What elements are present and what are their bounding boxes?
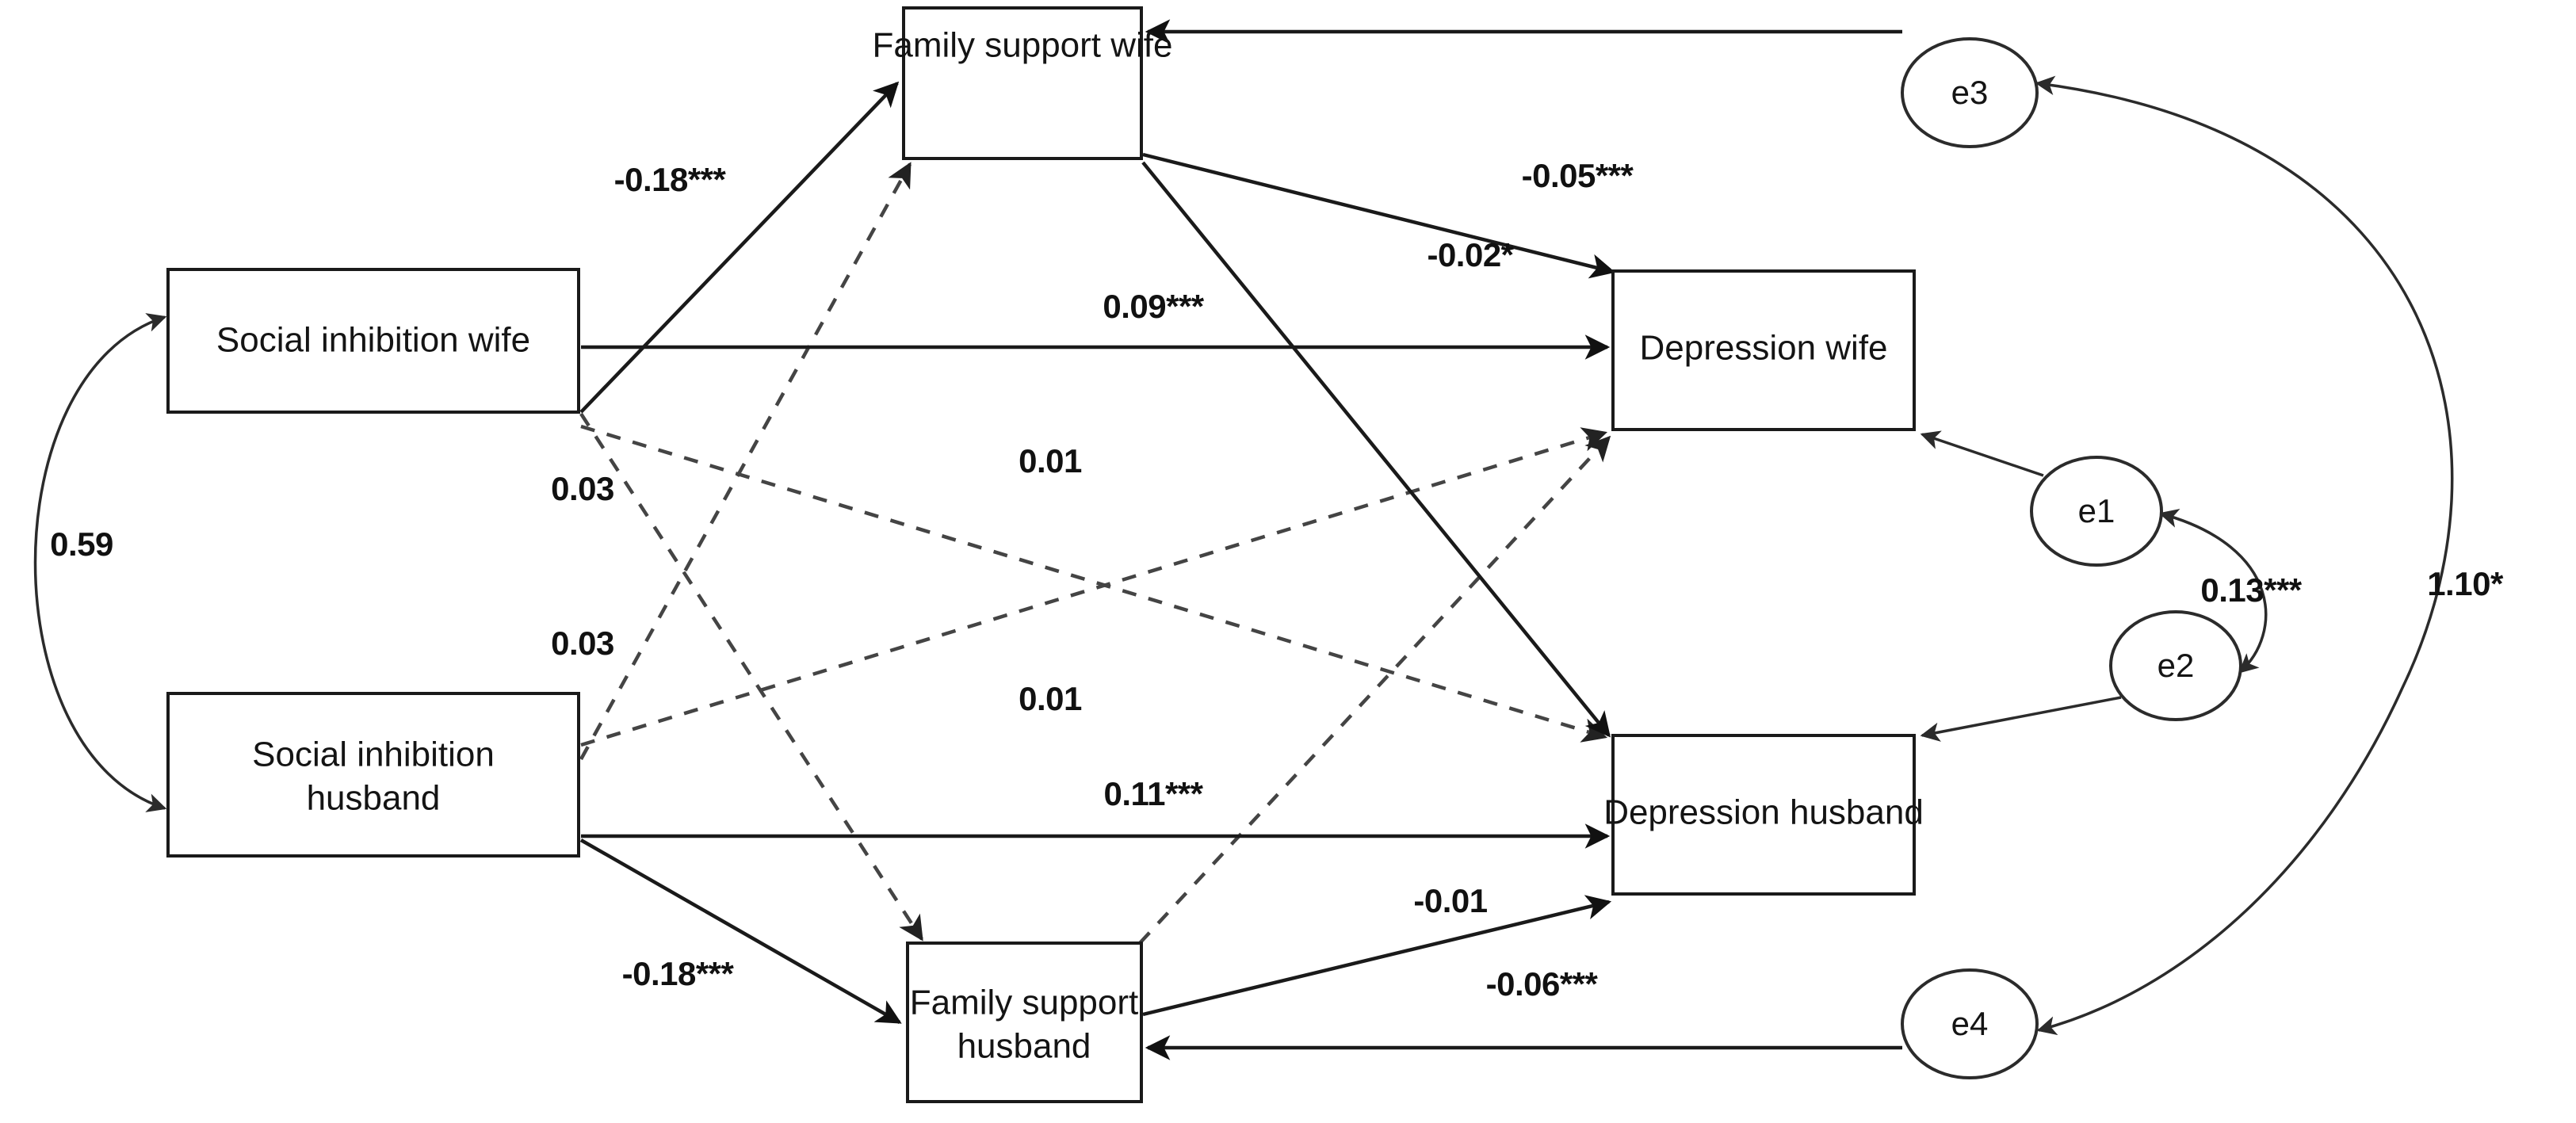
covariance-si-wife-si-husband — [33, 313, 167, 812]
edge-si-wife-to-fs-wife — [579, 81, 900, 414]
edge-si-wife-to-dep-husband — [580, 424, 1608, 743]
node-label-social-inhibition-husband-line1: Social inhibition — [252, 735, 495, 774]
node-error-e1[interactable]: e1 — [2030, 456, 2163, 567]
coef-covariance-si-wife-si-husband: 0.59 — [50, 525, 113, 563]
node-depression-husband[interactable]: Depression husband — [1603, 734, 1924, 896]
node-label-e1: e1 — [2078, 492, 2115, 529]
edge-e2-to-dep-husband — [1920, 696, 2122, 742]
node-label-social-inhibition-wife: Social inhibition wife — [216, 321, 530, 360]
node-error-e3[interactable]: e3 — [1901, 37, 2039, 148]
node-label-depression-wife: Depression wife — [1639, 329, 1887, 368]
covariance-e1-e2 — [2158, 508, 2268, 674]
node-label-social-inhibition-husband-line2: husband — [307, 779, 441, 818]
coef-fs-husband-to-dep-wife: -0.01 — [1413, 882, 1487, 919]
edge-fs-wife-to-dep-wife — [1142, 152, 1616, 279]
node-label-family-support-wife: Family support wife — [872, 26, 1172, 65]
edge-fs-wife-to-dep-husband — [1141, 161, 1611, 738]
coef-si-wife-to-fs-husband: 0.03 — [551, 470, 614, 507]
coef-fs-wife-to-dep-wife: -0.05*** — [1522, 157, 1634, 194]
node-family-support-husband[interactable]: Family support husband — [906, 942, 1143, 1103]
node-label-depression-husband: Depression husband — [1603, 793, 1924, 832]
node-label-e4: e4 — [1951, 1005, 1989, 1042]
node-error-e4[interactable]: e4 — [1901, 968, 2039, 1079]
coef-covariance-e3-e4: 1.10* — [2427, 565, 2504, 602]
coef-si-husband-to-fs-husband: -0.18*** — [622, 955, 735, 992]
node-label-family-support-husband-line1: Family support — [910, 984, 1139, 1022]
coef-si-husband-to-fs-wife: 0.03 — [551, 625, 614, 662]
edge-fs-husband-to-dep-husband — [1142, 895, 1612, 1017]
covariance-e3-e4 — [2035, 75, 2454, 1036]
edge-si-husband-to-fs-wife — [579, 162, 912, 761]
edge-e1-to-dep-wife — [1920, 430, 2044, 477]
node-label-e3: e3 — [1951, 74, 1989, 111]
coef-si-husband-to-dep-wife: 0.01 — [1019, 680, 1082, 717]
node-family-support-wife[interactable]: Family support wife — [872, 6, 1173, 160]
coef-fs-husband-to-dep-husband: -0.06*** — [1486, 965, 1599, 1003]
edge-si-husband-to-dep-wife — [580, 427, 1608, 747]
edge-si-wife-to-fs-husband — [579, 412, 923, 942]
coef-si-wife-to-dep-husband: 0.01 — [1019, 442, 1082, 479]
coef-si-wife-to-fs-wife: -0.18*** — [614, 161, 727, 198]
edge-si-husband-to-fs-husband — [579, 838, 902, 1024]
coef-fs-wife-to-dep-husband: -0.02* — [1427, 236, 1514, 273]
node-social-inhibition-husband[interactable]: Social inhibition husband — [166, 692, 580, 858]
coef-si-husband-to-dep-husband: 0.11*** — [1104, 775, 1204, 812]
coef-covariance-e1-e2: 0.13*** — [2200, 571, 2302, 609]
node-depression-wife[interactable]: Depression wife — [1611, 269, 1916, 431]
node-label-e2: e2 — [2157, 647, 2195, 684]
node-error-e2[interactable]: e2 — [2109, 610, 2242, 721]
node-social-inhibition-wife[interactable]: Social inhibition wife — [166, 268, 580, 414]
edge-fs-husband-to-dep-wife — [1138, 435, 1611, 945]
node-label-family-support-husband-line2: husband — [957, 1027, 1091, 1066]
coef-si-wife-to-dep-wife: 0.09*** — [1103, 288, 1204, 325]
